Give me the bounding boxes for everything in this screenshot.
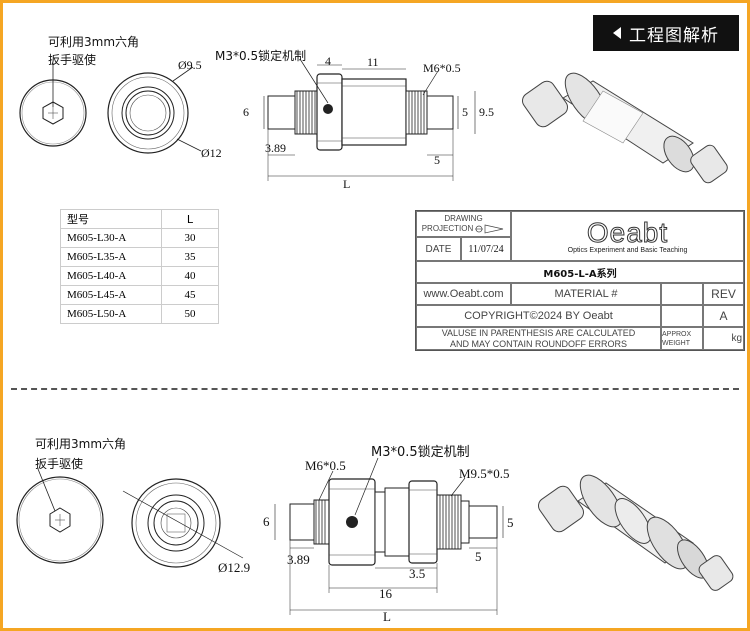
title-block: DRAWING PROJECTION DATE 11/07/24 Oeabt O… [415,210,745,351]
bottom-dim-16: 16 [379,586,392,601]
projection-row: PROJECTION [422,224,506,234]
copyright-label: COPYRIGHT©2024 BY Oeabt [416,305,661,327]
projection-symbol-icon [475,224,504,234]
bottom-lock-label: M3*0.5锁定机制 [371,445,470,460]
approx-line2: WEIGHT [662,339,690,347]
top-dim-L: L [343,177,351,191]
logo-cell: Oeabt Optics Experiment and Basic Teachi… [511,211,744,261]
bottom-dim-3-5: 3.5 [409,566,426,581]
drawing-projection-cell: DRAWING PROJECTION [416,211,511,237]
rev-value: A [703,305,744,327]
bottom-thread-label: M6*0.5 [305,458,346,473]
bottom-dim-5b: 5 [475,549,482,564]
dia-small-label: Ø9.5 [178,58,202,72]
top-dim-5b: 5 [434,153,440,167]
dia-large-label: Ø12 [201,146,222,160]
header-title: 工程图解析 [629,25,719,46]
website-label: www.Oeabt.com [416,283,511,305]
top-dim-6: 6 [243,105,249,119]
hex-note-line2: 扳手驱使 [48,53,97,67]
bottom-hex-note-line2: 扳手驱使 [35,457,84,471]
logo-subtitle: Optics Experiment and Basic Teaching [567,246,688,254]
top-dim-4: 4 [325,54,331,68]
hex-note-line1: 可利用3mm六角 [48,35,140,49]
bottom-hex-note-line1: 可利用3mm六角 [35,437,127,451]
date-label: DATE [416,237,461,261]
spec-model: M605-L35-A [60,247,162,267]
header-title-bar: 工程图解析 [593,15,739,51]
empty-cell-2 [661,305,703,327]
empty-cell [661,283,703,305]
note-line2: AND MAY CONTAIN ROUNDOFF ERRORS [449,338,627,349]
note-cell: VALUSE IN PARENTHESIS ARE CALCULATED AND… [416,327,661,350]
bottom-dia-label: Ø12.9 [218,560,251,575]
rev-label: REV [703,283,744,305]
part-name: M605-L-A系列 [416,261,744,283]
render-3d-top [521,72,728,184]
approx-weight-cell: APPROX WEIGHT [661,327,703,350]
bottom-dim-6: 6 [263,514,270,529]
material-label: MATERIAL # [511,283,661,305]
date-value: 11/07/24 [461,237,511,261]
top-dim-5: 5 [462,105,468,119]
top-dim-3-89: 3.89 [265,141,286,155]
bottom-dim-5: 5 [507,515,514,530]
spec-model: M605-L50-A [60,304,162,324]
render-3d-bottom [537,474,734,591]
note-line1: VALUSE IN PARENTHESIS ARE CALCULATED [441,327,636,338]
bottom-dim-L: L [383,609,391,624]
top-dim-11: 11 [367,55,379,69]
end-view-hex-drawing [19,58,728,184]
top-dim-9-5: 9.5 [479,105,494,119]
drawing-label: DRAWING [444,214,483,223]
approx-line1: APPROX [662,330,692,338]
bottom-drawing [16,457,734,615]
top-lock-label: M3*0.5锁定机制 [215,49,307,63]
top-thread-label: M6*0.5 [423,61,461,75]
oeabt-logo: Oeabt [586,216,669,248]
spec-L: 50 [161,304,219,324]
weight-unit: kg [703,327,744,350]
projection-label: PROJECTION [421,224,474,233]
section-divider [11,388,739,390]
bottom-thread-label2: M9.5*0.5 [459,466,510,481]
bottom-dim-3-89: 3.89 [287,552,310,567]
triangle-left-icon [613,27,621,39]
